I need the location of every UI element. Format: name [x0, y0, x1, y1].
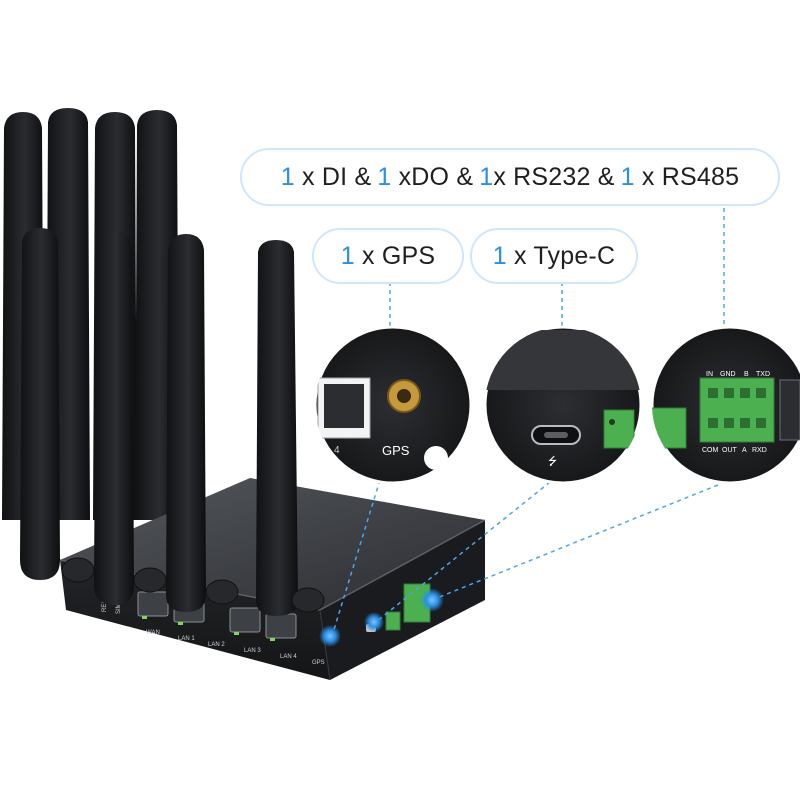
terminal-label-gnd: GND	[720, 371, 736, 378]
zoom-gps-label: GPS	[382, 443, 410, 458]
callout-io-part-rs232: 1x RS232 &	[479, 162, 615, 191]
callout-typec: 1 x Type-C	[470, 228, 638, 284]
zoom-circle-terminal: IN GND B TXD COM OUT A RXD	[650, 325, 800, 485]
zoom-circle-typec: ⭍	[483, 325, 643, 485]
port-label-gps: GPS	[312, 660, 325, 666]
antenna-connectors	[61, 557, 325, 613]
callout-io-part-rs485: 1 x RS485	[620, 162, 740, 191]
terminal-label-a: A	[742, 447, 747, 454]
terminal-label-in: IN	[706, 371, 713, 378]
usb-icon: ⭍	[548, 455, 557, 468]
callout-io-part-do: 1 xDO &	[377, 162, 474, 191]
highlight-markers	[319, 588, 444, 647]
side-label-sim: SIM	[116, 603, 122, 614]
callout-io-ports: 1 x DI & 1 xDO & 1x RS232 & 1 x RS485	[240, 148, 780, 206]
port-label-lan3: LAN 3	[244, 648, 261, 654]
zoom-circle-gps: GPS 4	[313, 325, 473, 485]
port-label-lan2: LAN 2	[208, 642, 225, 648]
port-label-wan: WAN	[146, 630, 160, 636]
terminal-label-com: COM	[702, 447, 719, 454]
terminal-label-rxd: RXD	[752, 447, 767, 454]
terminal-label-b: B	[744, 371, 749, 378]
zoom-gps-side-number: 4	[334, 445, 340, 456]
terminal-label-out: OUT	[722, 447, 738, 454]
terminal-label-txd: TXD	[756, 371, 770, 378]
port-label-lan4: LAN 4	[280, 654, 297, 660]
callout-io-part-di: 1 x DI &	[280, 162, 372, 191]
port-label-lan1: LAN 1	[178, 636, 195, 642]
callout-gps: 1 x GPS	[312, 228, 464, 284]
guide-lines	[331, 200, 725, 637]
antenna-front-row	[20, 228, 298, 616]
